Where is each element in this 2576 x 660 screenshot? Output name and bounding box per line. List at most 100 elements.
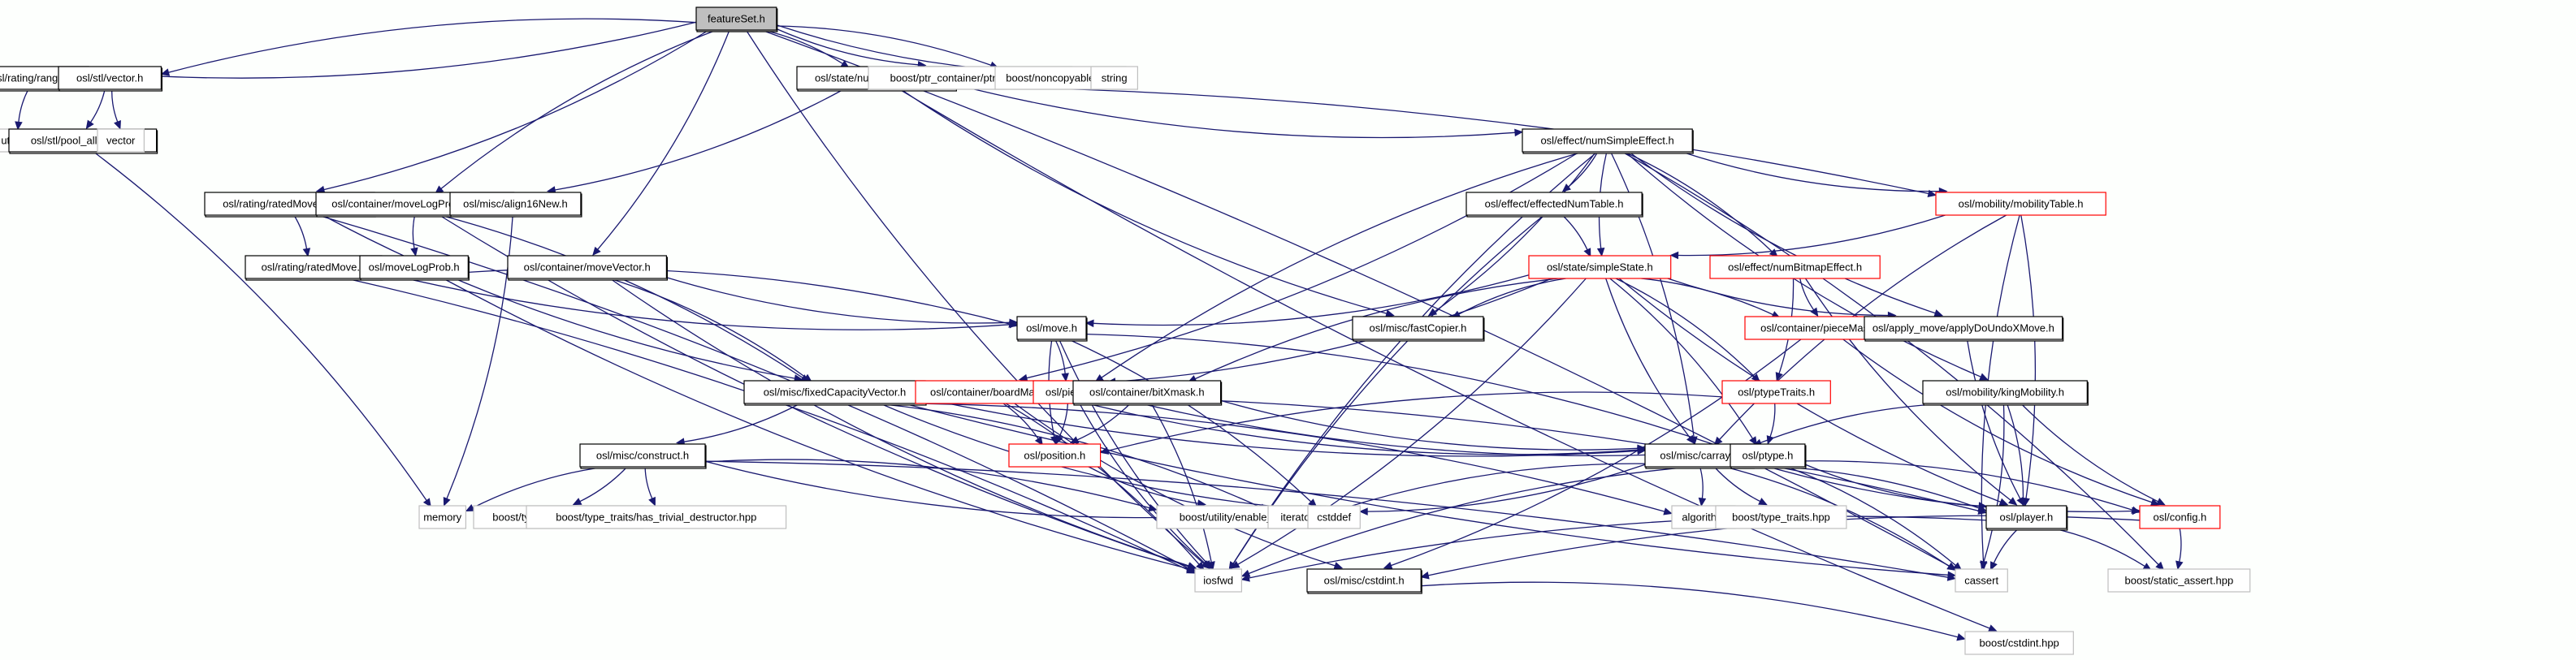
edge-line <box>443 278 1188 570</box>
node-ratedmove[interactable]: osl/rating/ratedMove.h <box>245 255 383 281</box>
node-cstdint[interactable]: osl/misc/cstdint.h <box>1306 568 1422 594</box>
node-player[interactable]: osl/player.h <box>1985 505 2068 531</box>
node-movelogprob[interactable]: osl/moveLogProb.h <box>359 255 470 281</box>
node-string: string <box>1090 66 1139 90</box>
edge-line <box>704 459 1150 509</box>
edge-line <box>1760 403 1950 444</box>
arrowhead-icon <box>1946 563 1956 571</box>
edge-line <box>1615 278 1756 377</box>
arrowhead-icon <box>85 119 94 130</box>
node-numsimpleeffect[interactable]: osl/effect/numSimpleEffect.h <box>1522 128 1694 154</box>
arrowhead-icon <box>1698 497 1707 507</box>
edge-piece-to-iosfwd <box>1079 403 1211 569</box>
edge-ptype-to-config <box>1804 460 2141 514</box>
node-config[interactable]: osl/config.h <box>2139 505 2221 529</box>
node-ptype[interactable]: osl/ptype.h <box>1730 443 1807 469</box>
edge-move-to-cstddef <box>1068 339 1318 507</box>
node-label: boost/type_traits/has_trivial_destructor… <box>556 511 756 524</box>
node-label: osl/misc/align16New.h <box>463 198 568 210</box>
node-applydoundoxmove[interactable]: osl/apply_move/applyDoUndoXMove.h <box>1864 316 2064 342</box>
node-mobilitytable[interactable]: osl/mobility/mobilityTable.h <box>1935 192 2106 216</box>
edge-line <box>1088 466 1198 504</box>
edge-movelogprobvector-to-movelogprob <box>410 214 418 257</box>
edge-line <box>2053 528 2145 567</box>
node-fastcopier[interactable]: osl/misc/fastCopier.h <box>1352 316 1485 342</box>
node-stlvector[interactable]: osl/stl/vector.h <box>58 66 163 92</box>
arrowhead-icon <box>1978 502 1988 510</box>
edge-line <box>955 86 1929 195</box>
edge-line <box>609 278 807 378</box>
node-box <box>1522 128 1693 153</box>
arrowhead-icon <box>1055 434 1063 445</box>
edge-featureset-to-movevector <box>592 29 730 257</box>
node-box <box>359 255 469 279</box>
node-simplestate[interactable]: osl/state/simpleState.h <box>1528 255 1672 279</box>
arrowhead-icon <box>1927 189 1937 198</box>
edge-construct-to-enable_if <box>704 459 1158 512</box>
node-numbitmapeffect[interactable]: osl/effect/numBitmapEffect.h <box>1709 255 1881 279</box>
arrowhead-icon <box>443 496 451 507</box>
node-movevector[interactable]: osl/container/moveVector.h <box>507 255 668 281</box>
arrowhead-icon <box>1637 444 1647 453</box>
edge-piecemask-to-cstdint <box>1383 339 1802 569</box>
edge-line <box>412 214 416 249</box>
edge-boardmask-to-iosfwd <box>1005 403 1205 571</box>
edge-line <box>1678 214 1946 257</box>
edge-applydoundoxmove-to-player <box>1966 339 2024 507</box>
edge-numsimpleeffect-to-applydoundoxmove <box>1628 151 1944 317</box>
edge-line <box>111 88 119 123</box>
node-fixedcapacityvector[interactable]: osl/misc/fixedCapacityVector.h <box>743 380 927 406</box>
node-box <box>1935 192 2106 216</box>
node-box <box>1922 380 2088 404</box>
arrowhead-icon <box>1669 251 1679 260</box>
node-align16new[interactable]: osl/misc/align16New.h <box>449 192 582 218</box>
edge-construct-to-memory <box>465 466 606 512</box>
edge-line <box>1842 339 2153 503</box>
edge-ratedmovevector-to-ratedmove <box>293 214 311 257</box>
edge-line <box>1059 403 1069 438</box>
arrowhead-icon <box>1988 624 1998 632</box>
node-vector: vector <box>97 128 145 153</box>
edge-ptypetraits-to-position <box>1099 391 1723 455</box>
edge-line <box>1966 339 2021 499</box>
edge-line <box>446 214 513 499</box>
edge-movevector-to-iosfwd <box>609 278 1197 570</box>
edge-line <box>1026 151 1580 379</box>
edge-line <box>168 18 697 73</box>
node-construct[interactable]: osl/misc/construct.h <box>579 443 707 469</box>
edge-bitxmask-to-position <box>1069 403 1131 444</box>
edge-ptype-to-player <box>1804 464 1988 510</box>
node-effectednumtable[interactable]: osl/effect/effectedNumTable.h <box>1466 192 1643 218</box>
node-move[interactable]: osl/move.h <box>1016 316 1088 342</box>
node-cassert: cassert <box>1955 568 2008 593</box>
node-label: boost/noncopyable.hpp <box>1006 72 1115 84</box>
node-featureset[interactable]: featureSet.h <box>695 6 778 32</box>
node-label: osl/rating/ratedMove.h <box>262 261 366 274</box>
arrowhead-icon <box>2131 506 2141 514</box>
arrowhead-icon <box>1514 128 1524 137</box>
edge-kingmobility-to-config <box>2020 403 2166 506</box>
edge-line <box>1699 466 1704 499</box>
arrowhead-icon <box>2019 498 2028 507</box>
edge-line <box>323 29 709 191</box>
node-bitxmask[interactable]: osl/container/bitXmask.h <box>1072 380 1223 406</box>
arrowhead-icon <box>1034 436 1043 446</box>
node-static-assert: boost/static_assert.hpp <box>2107 568 2251 593</box>
edge-line <box>1054 339 1066 374</box>
node-kingmobility[interactable]: osl/mobility/kingMobility.h <box>1922 380 2089 406</box>
edge-line <box>89 88 106 123</box>
edge-line <box>704 460 1949 578</box>
edge-line <box>1115 278 1552 382</box>
edge-cstdint-to-boost_cstdint <box>1421 581 1966 641</box>
edge-fixedcapacityvector-to-construct <box>675 403 801 446</box>
arrowhead-icon <box>1148 503 1158 512</box>
edge-simplestate-to-applydoundoxmove <box>1667 278 1897 320</box>
edge-line <box>1713 466 1760 503</box>
node-label: osl/move.h <box>1026 322 1077 334</box>
node-label: osl/mobility/mobilityTable.h <box>1959 198 2084 210</box>
node-box <box>58 66 162 90</box>
node-ptypetraits[interactable]: osl/ptypeTraits.h <box>1721 380 1831 404</box>
edge-construct-to-is_pod <box>572 466 628 506</box>
node-position[interactable]: osl/position.h <box>1008 443 1102 468</box>
edge-line <box>472 466 606 509</box>
